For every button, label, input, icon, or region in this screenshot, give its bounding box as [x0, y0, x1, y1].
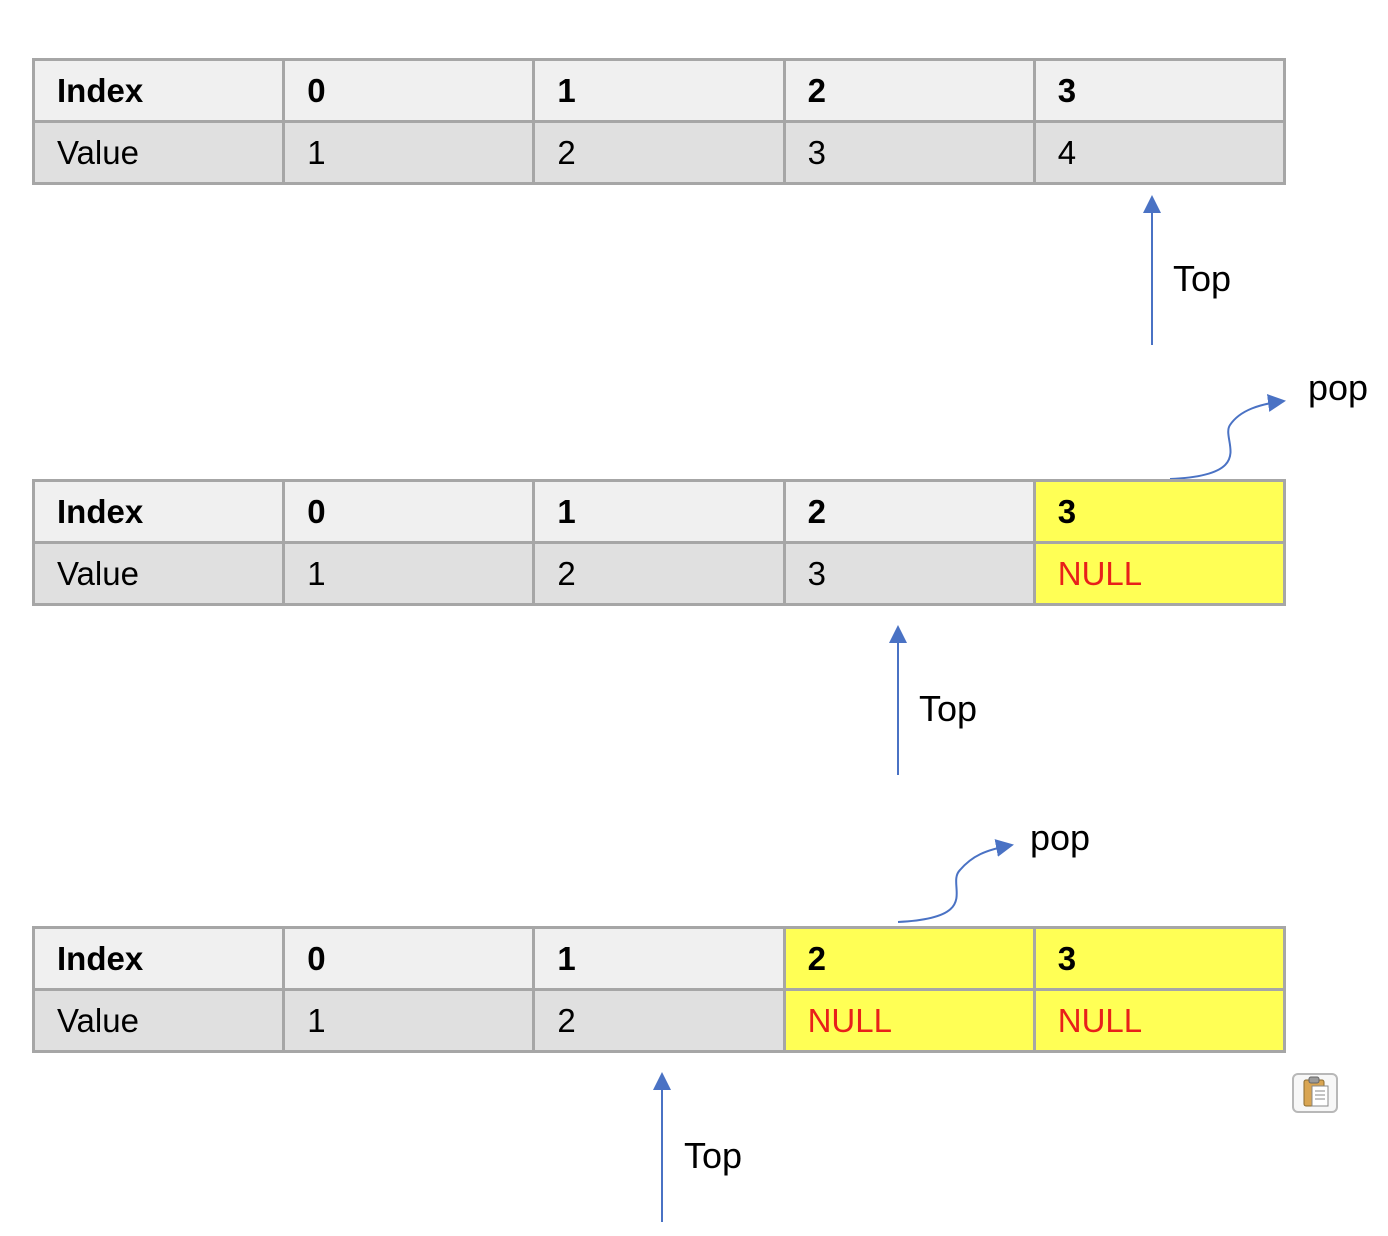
clipboard-icon-glyph — [1303, 1076, 1329, 1107]
index-cell: 1 — [532, 479, 786, 544]
value-header: Value — [31, 988, 286, 1053]
value-row: Value 1 2 NULL NULL — [31, 988, 1287, 1053]
index-cell: 2 — [782, 479, 1036, 544]
index-cell: 1 — [532, 926, 786, 991]
index-cell-popped: 2 — [782, 926, 1036, 991]
pop-arrow-2 — [897, 839, 1014, 923]
value-cell-null: NULL — [1032, 988, 1287, 1053]
index-cell: 0 — [282, 58, 536, 123]
stack-table-1: Index 0 1 2 3 Value 1 2 3 4 — [31, 58, 1287, 185]
top-label-2: Top — [919, 688, 978, 729]
value-cell-null: NULL — [1032, 541, 1287, 606]
index-cell: 1 — [532, 58, 786, 123]
index-cell-popped: 3 — [1032, 479, 1287, 544]
index-header: Index — [31, 479, 286, 544]
index-row: Index 0 1 2 3 — [31, 926, 1287, 991]
value-cell: 3 — [782, 120, 1036, 185]
clipboard-icon[interactable] — [1292, 1073, 1338, 1113]
index-cell: 3 — [1032, 58, 1287, 123]
value-cell-null: NULL — [782, 988, 1036, 1053]
index-cell: 0 — [282, 479, 536, 544]
value-cell: 1 — [282, 120, 536, 185]
value-header: Value — [31, 120, 286, 185]
value-cell: 2 — [532, 120, 786, 185]
value-cell: 2 — [532, 988, 786, 1053]
index-row: Index 0 1 2 3 — [31, 479, 1287, 544]
value-cell: 2 — [532, 541, 786, 606]
value-cell: 1 — [282, 541, 536, 606]
top-label-1: Top — [1173, 258, 1232, 299]
stack-table-2: Index 0 1 2 3 Value 1 2 3 NULL — [31, 479, 1287, 606]
value-row: Value 1 2 3 4 — [31, 120, 1287, 185]
pop-label-1: pop — [1308, 367, 1369, 408]
value-cell: 3 — [782, 541, 1036, 606]
value-cell: 1 — [282, 988, 536, 1053]
index-cell: 2 — [782, 58, 1036, 123]
index-row: Index 0 1 2 3 — [31, 58, 1287, 123]
stack-table-3: Index 0 1 2 3 Value 1 2 NULL NULL — [31, 926, 1287, 1053]
value-row: Value 1 2 3 NULL — [31, 541, 1287, 606]
index-cell: 0 — [282, 926, 536, 991]
top-label-3: Top — [684, 1135, 743, 1176]
value-cell: 4 — [1032, 120, 1287, 185]
value-header: Value — [31, 541, 286, 606]
pop-label-2: pop — [1030, 817, 1091, 858]
index-header: Index — [31, 58, 286, 123]
index-header: Index — [31, 926, 286, 991]
pop-arrow-1 — [1169, 394, 1286, 480]
index-cell-popped: 3 — [1032, 926, 1287, 991]
